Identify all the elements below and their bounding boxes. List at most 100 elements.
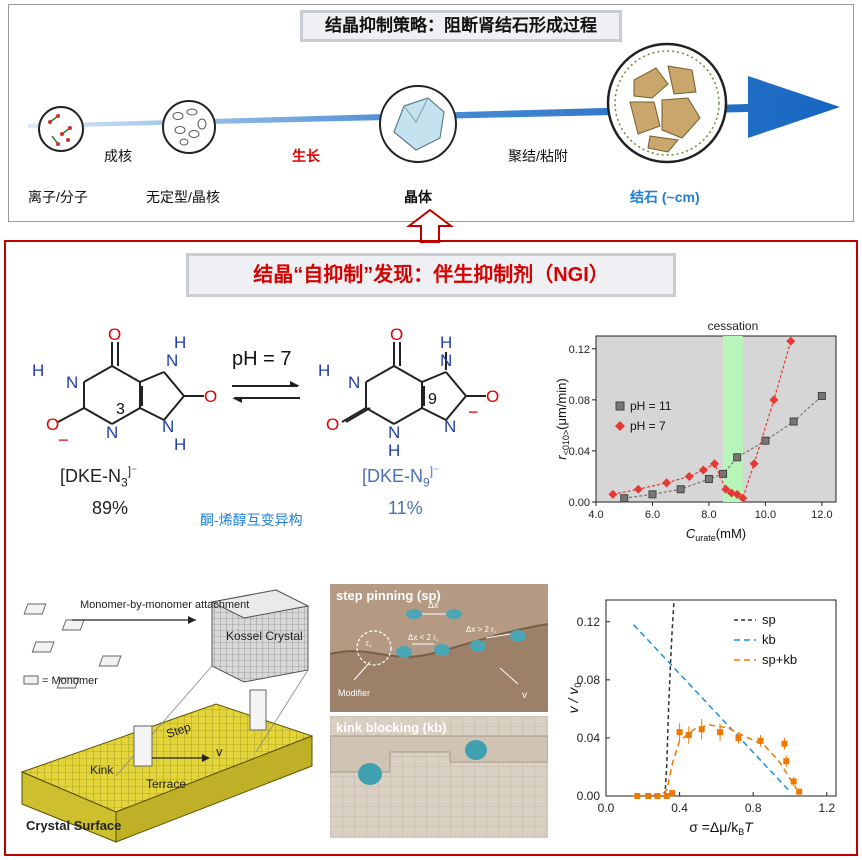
x-tick-label: 6.0 <box>645 509 660 521</box>
legend-label: pH = 7 <box>630 419 666 433</box>
plot-area <box>605 599 837 797</box>
data-point <box>790 778 797 785</box>
y-tick-label: 0.04 <box>577 731 601 745</box>
strategy-title: 结晶抑制策略：阻断肾结石形成过程 <box>300 10 622 42</box>
svg-text:N: N <box>166 351 178 370</box>
data-point <box>684 471 694 481</box>
x-tick-label: 0.0 <box>598 801 615 815</box>
amorphous-circle <box>162 100 216 154</box>
x-tick-label: 4.0 <box>588 509 603 521</box>
kossel-label: Kossel Crystal <box>226 629 303 643</box>
dke-n9-label: [DKE-N9]⁻ <box>362 464 440 490</box>
tautomer-label: 酮-烯醇互变异构 <box>200 512 303 528</box>
data-point <box>669 790 676 797</box>
legend-label: sp+kb <box>762 652 797 667</box>
svg-text:O: O <box>390 326 403 344</box>
data-point <box>757 737 764 744</box>
svg-text:H: H <box>318 361 330 380</box>
data-point <box>662 478 672 488</box>
data-point <box>633 484 643 494</box>
data-point <box>738 493 748 503</box>
data-point <box>620 494 629 503</box>
terrace-label: Terrace <box>146 777 186 791</box>
dke-n3-label: [DKE-N3]⁻ <box>60 464 138 490</box>
data-point <box>710 459 720 469</box>
x-axis-label: σ =Δμ/kBT <box>689 819 754 837</box>
data-point <box>685 732 692 739</box>
svg-text:−: − <box>468 402 479 422</box>
data-point <box>648 490 657 499</box>
kossel-crystal-diagram: Monomer-by-monomer attachment Kossel Cry… <box>20 589 314 843</box>
svg-text:H: H <box>440 333 452 352</box>
ngi-title: 结晶“自抑制”发现：伴生抑制剂（NGI） <box>186 253 676 297</box>
y-tick-label: 0.00 <box>577 789 601 803</box>
legend-label: pH = 11 <box>630 399 672 413</box>
y-tick-label: 0.12 <box>577 615 601 629</box>
svg-text:O: O <box>46 415 59 434</box>
svg-text:N: N <box>162 417 174 436</box>
kink-blocking-panel: kink blocking (kb) <box>330 716 548 838</box>
data-point <box>817 392 826 401</box>
monomer-legend: = Monomer <box>42 675 98 687</box>
series-line <box>664 599 675 797</box>
nucleation-label: 成核 <box>104 148 132 164</box>
svg-text:3: 3 <box>116 401 125 418</box>
y-axis-label: v / v0 <box>565 683 583 714</box>
step-pinning-title: step pinning (sp) <box>336 588 441 603</box>
x-tick-label: 1.2 <box>818 801 835 815</box>
cessation-label: cessation <box>708 319 759 333</box>
ngi-panel <box>4 240 858 856</box>
data-point <box>676 485 685 494</box>
series-line <box>633 624 791 793</box>
dx-gt-label: Δx > 2 r꜀ <box>466 625 497 634</box>
data-point <box>719 469 728 478</box>
step-pinning-panel: step pinning (sp) Δx r꜀ Δx < 2 r꜀ Δx > 2… <box>330 584 548 712</box>
rc-label: r꜀ <box>366 638 372 648</box>
svg-text:N: N <box>440 351 452 370</box>
svg-text:N: N <box>444 417 456 436</box>
legend-marker <box>615 421 625 431</box>
svg-text:N: N <box>106 423 118 442</box>
svg-text:N: N <box>66 373 78 392</box>
dke-n9-percent: 11% <box>388 498 423 518</box>
y-tick-label: 0.04 <box>569 446 590 458</box>
svg-text:O: O <box>486 387 499 406</box>
data-point <box>676 729 683 736</box>
data-point <box>786 336 796 346</box>
data-point <box>796 788 803 795</box>
data-point <box>698 465 708 475</box>
data-point <box>735 734 742 741</box>
y-tick-label: 0.12 <box>569 344 590 356</box>
y-tick-label: 0.08 <box>569 395 590 407</box>
data-point <box>749 459 759 469</box>
x-tick-label: 0.4 <box>671 801 688 815</box>
data-point <box>781 740 788 747</box>
svg-text:H: H <box>32 361 44 380</box>
kink-label: Kink <box>90 763 114 777</box>
data-point <box>634 793 641 799</box>
data-point <box>663 793 670 799</box>
legend-marker <box>615 401 625 411</box>
data-point <box>717 729 724 736</box>
dx-label: Δx <box>428 600 439 610</box>
stone-label: 结石 (~cm) <box>630 189 700 205</box>
svg-text:H: H <box>174 333 186 352</box>
stone-circle <box>606 42 728 164</box>
attach-label: Monomer-by-monomer attachment <box>80 599 249 611</box>
svg-text:O: O <box>326 415 339 434</box>
growth-label: 生长 <box>292 148 320 164</box>
svg-text:N: N <box>348 373 360 392</box>
velocity-label: v <box>216 744 223 759</box>
kink-blocking-title: kink blocking (kb) <box>336 720 447 735</box>
svg-text:−: − <box>58 430 69 450</box>
ions-label: 离子/分子 <box>28 189 88 205</box>
aggregation-label: 聚结/粘附 <box>508 148 568 164</box>
x-tick-label: 0.8 <box>745 801 762 815</box>
x-tick-label: 12.0 <box>811 509 832 521</box>
growth-arrow <box>28 76 840 138</box>
svg-text:O: O <box>108 326 121 344</box>
crystal-circle <box>379 85 457 163</box>
